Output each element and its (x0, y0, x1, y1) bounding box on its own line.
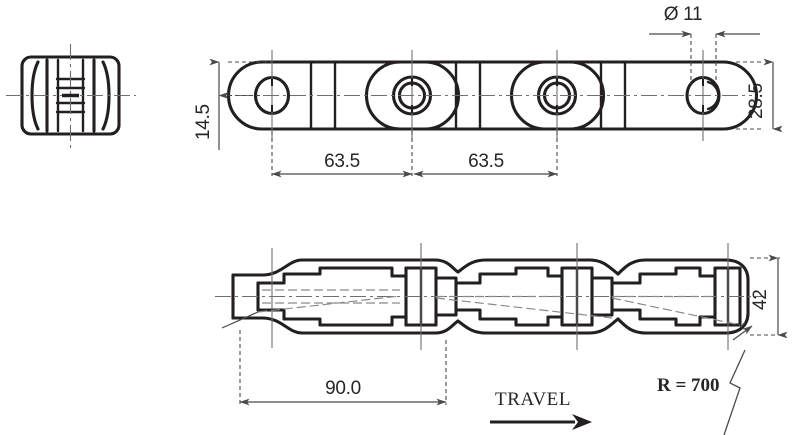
end-view-group (6, 44, 136, 148)
plan-view-dimensions: 90.0 42 R = 700 TRAVEL (239, 254, 788, 435)
dim-label-diameter-11: Ø 11 (664, 4, 703, 25)
plan-left-core-upper (256, 266, 408, 285)
leader-radius-tip (740, 321, 746, 328)
plan-left-upper-sidebar (231, 258, 460, 277)
plan-centre-core-upper (454, 266, 564, 285)
side-view-plate-outline (226, 60, 759, 131)
dim-label-42: 42 (750, 289, 771, 310)
plan-left-lower-sidebar (231, 316, 460, 335)
plan-centre-lower-sidebar (456, 317, 620, 335)
plan-articulation-line-3 (611, 297, 741, 326)
plan-centre-core-lower (454, 308, 564, 327)
dim-label-pitch-1: 63.5 (324, 151, 360, 172)
plan-articulation-tangent (221, 311, 259, 329)
plan-centre-upper-sidebar (456, 258, 620, 276)
arrow-right-icon (490, 414, 592, 430)
plan-view-group (215, 243, 762, 350)
side-view-bore-4-edge (706, 80, 720, 111)
plan-right-core-upper (610, 266, 717, 285)
plan-articulation-line-1 (257, 295, 401, 313)
plan-right-core-lower (610, 308, 717, 327)
side-elevation-group (226, 50, 759, 141)
dim-label-radius: R = 700 (657, 375, 720, 396)
dim-label-pitch-2: 63.5 (468, 151, 504, 172)
plan-centre-barrel-block (560, 266, 594, 327)
leader-radius-line (732, 325, 753, 341)
side-view-dimensions: 14.5 28.5 Ø 11 63.5 63.5 (193, 4, 783, 178)
break-symbol-radius (723, 349, 746, 435)
side-view-boss-3-right (568, 60, 606, 131)
plan-articulation-line-2 (435, 297, 613, 319)
dim-label-28-5: 28.5 (746, 83, 767, 119)
dim-label-14-5: 14.5 (193, 104, 214, 140)
dim-label-90-0: 90.0 (325, 378, 361, 399)
travel-label: TRAVEL (495, 389, 571, 410)
plan-left-core-lower (256, 308, 408, 327)
end-view-left-lobe (30, 60, 40, 131)
